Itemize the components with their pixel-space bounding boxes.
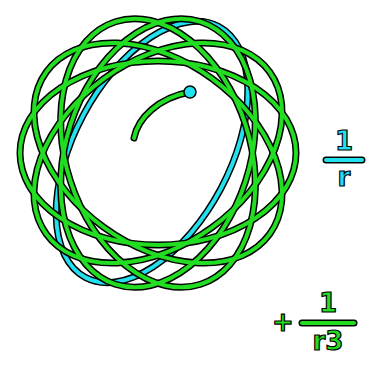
- plus-sign: +: [272, 309, 294, 335]
- denominator: r: [338, 164, 351, 190]
- numerator: 1: [319, 290, 337, 316]
- numerator: 1: [335, 128, 353, 154]
- denominator: r3: [313, 328, 344, 354]
